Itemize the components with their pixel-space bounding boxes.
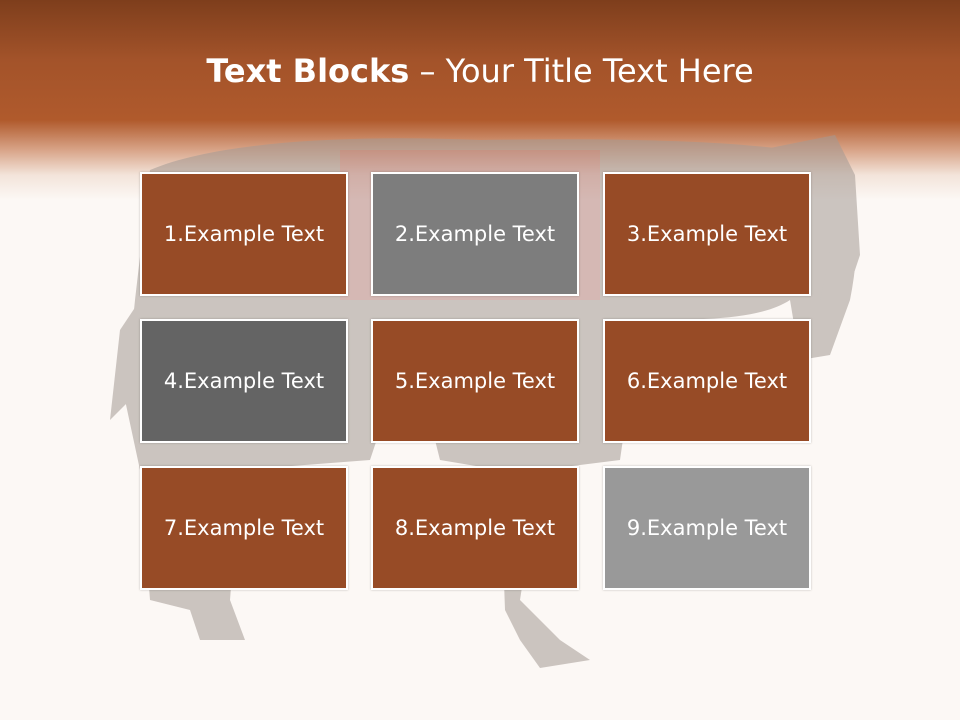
slide-title: Text Blocks – Your Title Text Here bbox=[0, 52, 960, 90]
title-dash: – bbox=[409, 52, 446, 90]
text-block-5[interactable]: 5.Example Text bbox=[371, 319, 579, 443]
text-block-1[interactable]: 1.Example Text bbox=[140, 172, 348, 296]
title-bold: Text Blocks bbox=[206, 52, 410, 90]
text-block-8[interactable]: 8.Example Text bbox=[371, 466, 579, 590]
text-block-6[interactable]: 6.Example Text bbox=[603, 319, 811, 443]
title-rest: Your Title Text Here bbox=[445, 52, 754, 90]
text-block-4[interactable]: 4.Example Text bbox=[140, 319, 348, 443]
text-block-9[interactable]: 9.Example Text bbox=[603, 466, 811, 590]
text-block-7[interactable]: 7.Example Text bbox=[140, 466, 348, 590]
text-block-2[interactable]: 2.Example Text bbox=[371, 172, 579, 296]
text-block-3[interactable]: 3.Example Text bbox=[603, 172, 811, 296]
